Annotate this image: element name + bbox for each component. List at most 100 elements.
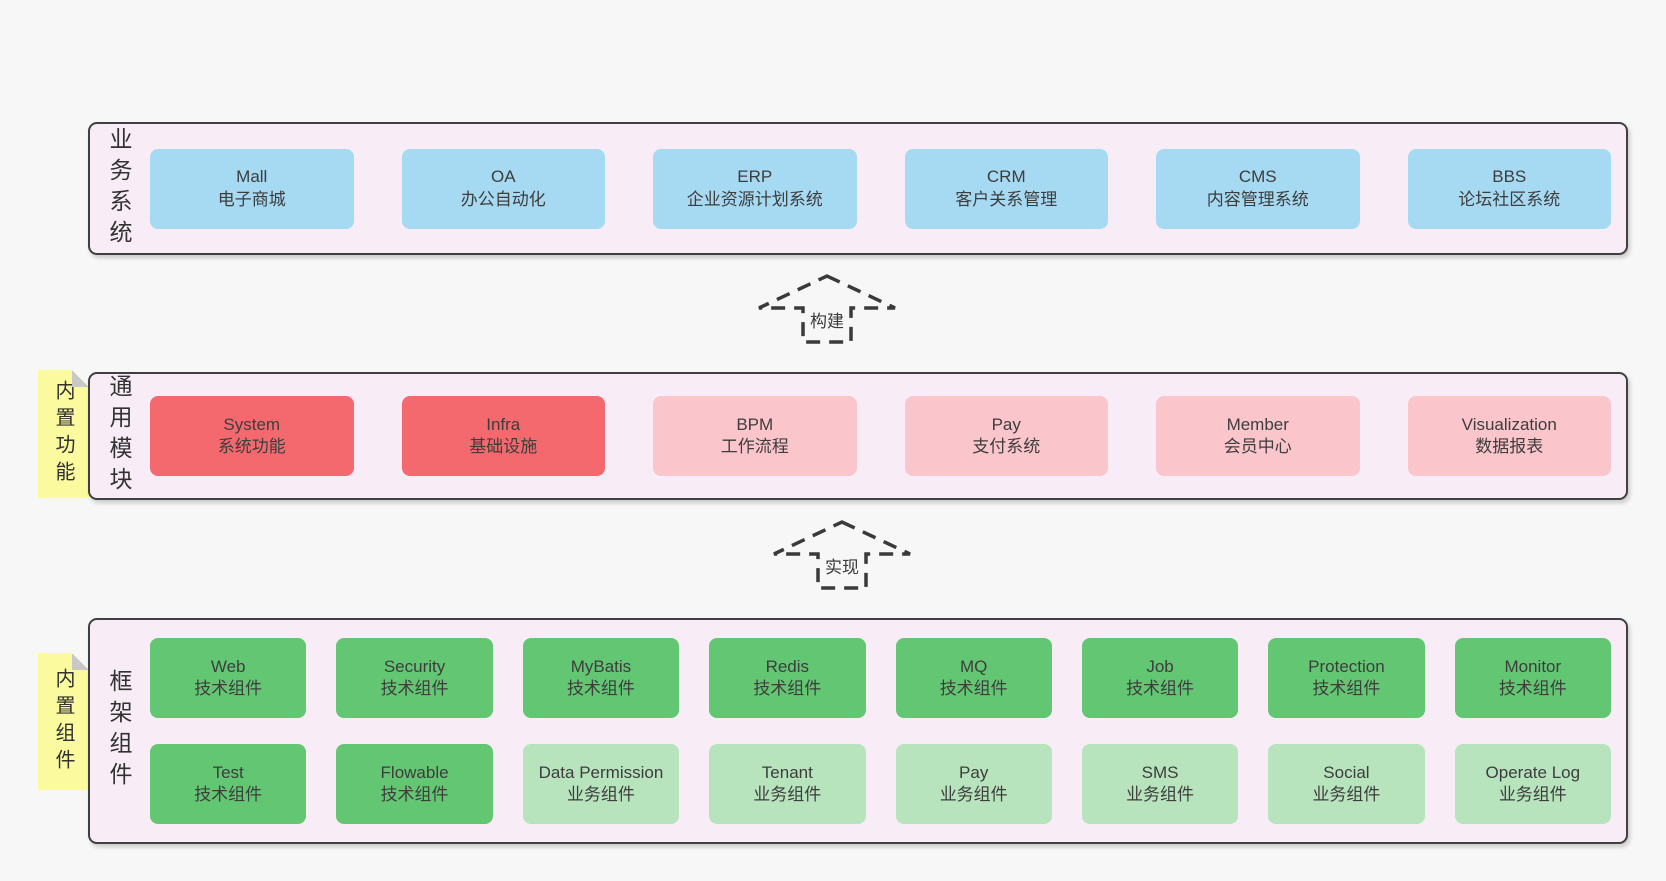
module-title: Job [1146, 656, 1174, 676]
module-box-monitor: Monitor 技术组件 [1454, 638, 1611, 718]
module-subtitle: 技术组件 [1126, 679, 1195, 698]
module-subtitle: 技术组件 [753, 679, 822, 698]
module-box-system: System 系统功能 [150, 396, 354, 476]
module-title: BPM [736, 414, 774, 434]
module-subtitle: 技术组件 [380, 785, 449, 804]
module-title: CMS [1238, 167, 1277, 187]
module-title: Visualization [1461, 414, 1557, 434]
up-arrow-icon [758, 274, 896, 344]
module-subtitle: 技术组件 [194, 785, 263, 804]
module-box-member: Member 会员中心 [1156, 396, 1360, 476]
module-box-operate-log: Operate Log 业务组件 [1454, 744, 1611, 824]
module-title: ERP [737, 167, 773, 187]
module-title: System [223, 414, 281, 434]
band-label-common-modules: 通用模块 [106, 374, 132, 498]
module-box-redis: Redis 技术组件 [709, 638, 866, 718]
module-box-visualization: Visualization 数据报表 [1407, 396, 1611, 476]
module-box-job: Job 技术组件 [1081, 638, 1239, 718]
arrow-label-build: 构建 [806, 306, 848, 333]
module-title: Data Permission [538, 762, 664, 782]
module-subtitle: 技术组件 [1312, 679, 1381, 698]
module-title: Monitor [1504, 656, 1562, 676]
module-subtitle: 基础设施 [469, 437, 538, 456]
arrow-build: 构建 [757, 274, 897, 344]
module-box-web: Web 技术组件 [150, 638, 307, 718]
module-subtitle: 技术组件 [566, 679, 635, 698]
module-box-sms: SMS 业务组件 [1081, 744, 1239, 824]
up-arrow-icon [773, 520, 911, 590]
module-subtitle: 业务组件 [1498, 785, 1567, 804]
module-subtitle: 电子商城 [217, 189, 286, 209]
module-title: Member [1226, 414, 1289, 434]
module-title: Test [212, 762, 244, 782]
module-title: Social [1323, 762, 1370, 782]
module-subtitle: 论坛社区系统 [1458, 189, 1561, 209]
module-subtitle: 业务组件 [566, 785, 635, 804]
module-box-bpm: BPM 工作流程 [653, 396, 857, 476]
module-subtitle: 技术组件 [1498, 679, 1567, 698]
folded-corner-icon [72, 370, 89, 387]
module-subtitle: 工作流程 [720, 437, 789, 456]
module-subtitle: 客户关系管理 [955, 189, 1058, 209]
module-subtitle: 业务组件 [1126, 785, 1195, 804]
module-subtitle: 技术组件 [194, 679, 263, 698]
folded-corner-icon [72, 653, 89, 670]
sticky-label: 内置功能 [52, 380, 74, 488]
module-box-tenant: Tenant 业务组件 [709, 744, 866, 824]
module-subtitle: 企业资源计划系统 [686, 189, 823, 209]
module-box-data-permission: Data Permission 业务组件 [522, 744, 680, 824]
module-title: BBS [1492, 167, 1527, 187]
module-title: OA [490, 167, 516, 187]
sticky-note-builtin-features: 内置功能 [38, 370, 89, 498]
module-title: Flowable [380, 762, 449, 782]
module-title: Mall [236, 167, 268, 187]
module-subtitle: 内容管理系统 [1206, 189, 1309, 209]
module-subtitle: 数据报表 [1475, 437, 1544, 456]
band-label-framework-components: 框架组件 [106, 669, 132, 793]
module-subtitle: 业务组件 [1312, 785, 1381, 804]
module-subtitle: 会员中心 [1223, 437, 1292, 456]
module-box-test: Test 技术组件 [150, 744, 307, 824]
module-title: Protection [1308, 656, 1385, 676]
module-title: Web [210, 656, 246, 676]
module-title: CRM [986, 167, 1026, 187]
arrow-label-implement: 实现 [821, 552, 863, 579]
module-box-protection: Protection 技术组件 [1268, 638, 1425, 718]
module-title: Pay [991, 414, 1021, 434]
module-subtitle: 技术组件 [939, 679, 1008, 698]
module-title: SMS [1141, 762, 1179, 782]
module-subtitle: 技术组件 [380, 679, 449, 698]
module-title: Redis [765, 656, 810, 676]
sticky-label: 内置组件 [52, 667, 74, 776]
module-title: Operate Log [1485, 762, 1581, 782]
module-subtitle: 业务组件 [753, 785, 822, 804]
module-subtitle: 办公自动化 [460, 189, 546, 209]
module-title: Tenant [761, 762, 813, 782]
module-box-social: Social 业务组件 [1268, 744, 1425, 824]
module-title: Pay [959, 762, 989, 782]
module-subtitle: 系统功能 [217, 437, 286, 456]
